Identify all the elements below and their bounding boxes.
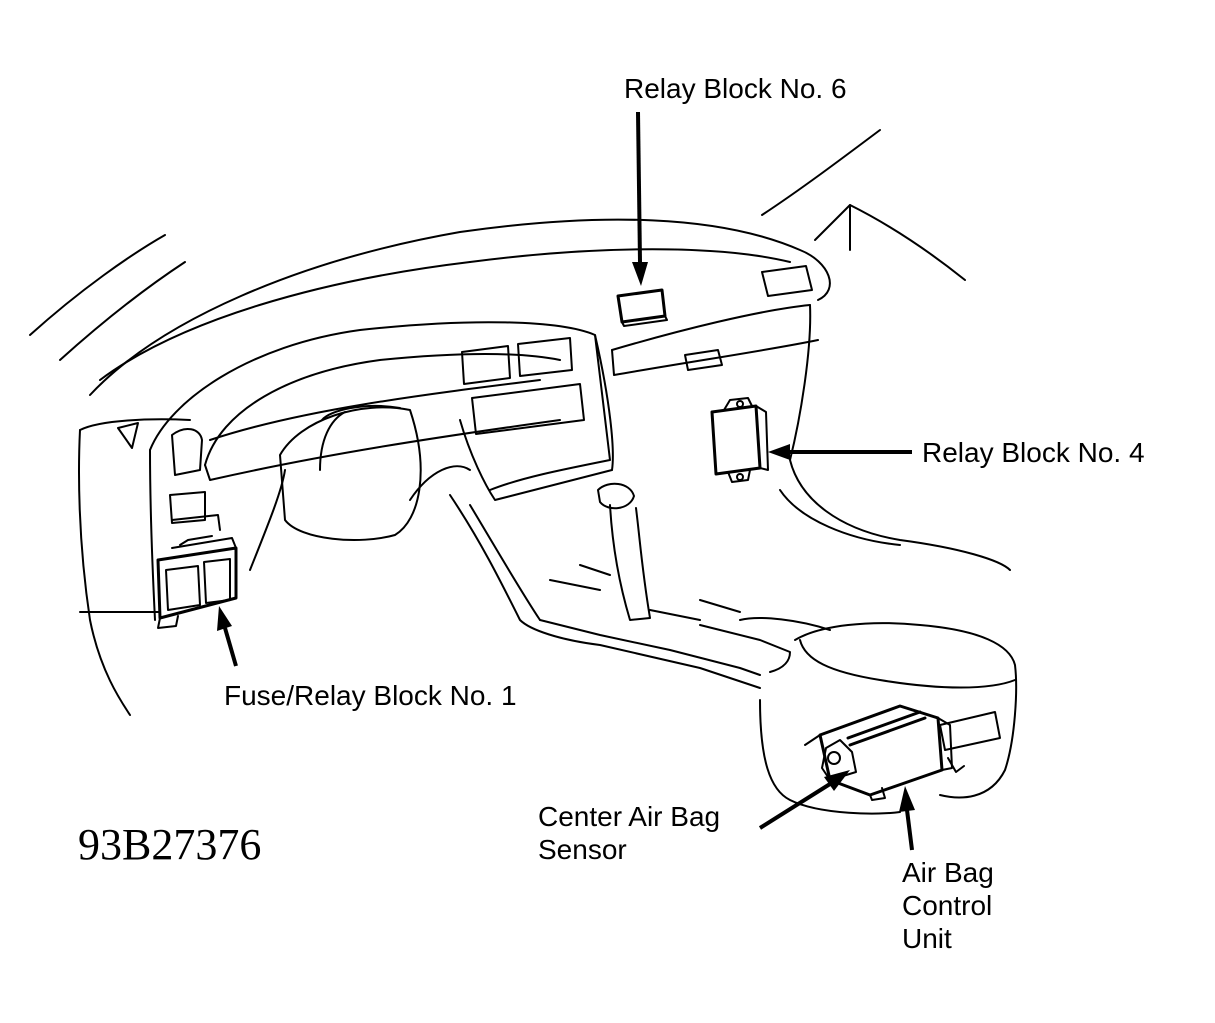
- instrument-cluster: [117, 321, 611, 621]
- air-bag-control-unit-line-1: Air Bag: [902, 857, 994, 888]
- center-air-bag-sensor-label: Center Air Bag Sensor: [538, 800, 720, 866]
- arrow-fuse-relay-block-1: [217, 606, 238, 667]
- center-air-bag-sensor-line-2: Sensor: [538, 834, 627, 865]
- relay-block-4-part: [710, 397, 769, 483]
- arrow-relay-block-6: [632, 111, 648, 286]
- arrow-relay-block-4: [768, 444, 912, 460]
- arrow-air-bag-control-unit: [899, 786, 915, 851]
- dashboard-top: [78, 218, 831, 716]
- relay-block-4-label: Relay Block No. 4: [922, 437, 1145, 468]
- air-bag-control-unit-label: Air Bag Control Unit: [902, 856, 994, 955]
- air-bag-control-unit-line-2: Control: [902, 890, 993, 921]
- relay-block-6-label: Relay Block No. 6: [624, 73, 847, 104]
- center-console: [449, 482, 831, 689]
- figure-id: 93B27376: [78, 820, 262, 869]
- steering-column: [249, 404, 471, 571]
- windshield-lines: [29, 129, 966, 361]
- air-bag-control-unit-line-3: Unit: [902, 923, 952, 954]
- fuse-relay-block-1-label: Fuse/Relay Block No. 1: [224, 680, 517, 711]
- center-stack: [459, 334, 614, 501]
- center-air-bag-sensor-line-1: Center Air Bag: [538, 801, 721, 832]
- fuse-relay-block-1-part: [156, 514, 238, 629]
- relay-block-6-part: [616, 288, 668, 327]
- arrow-center-air-bag-sensor: [758, 770, 850, 830]
- console-armrest: [759, 622, 1018, 815]
- leader-arrows: [217, 111, 915, 851]
- passenger-dash: [611, 265, 1011, 571]
